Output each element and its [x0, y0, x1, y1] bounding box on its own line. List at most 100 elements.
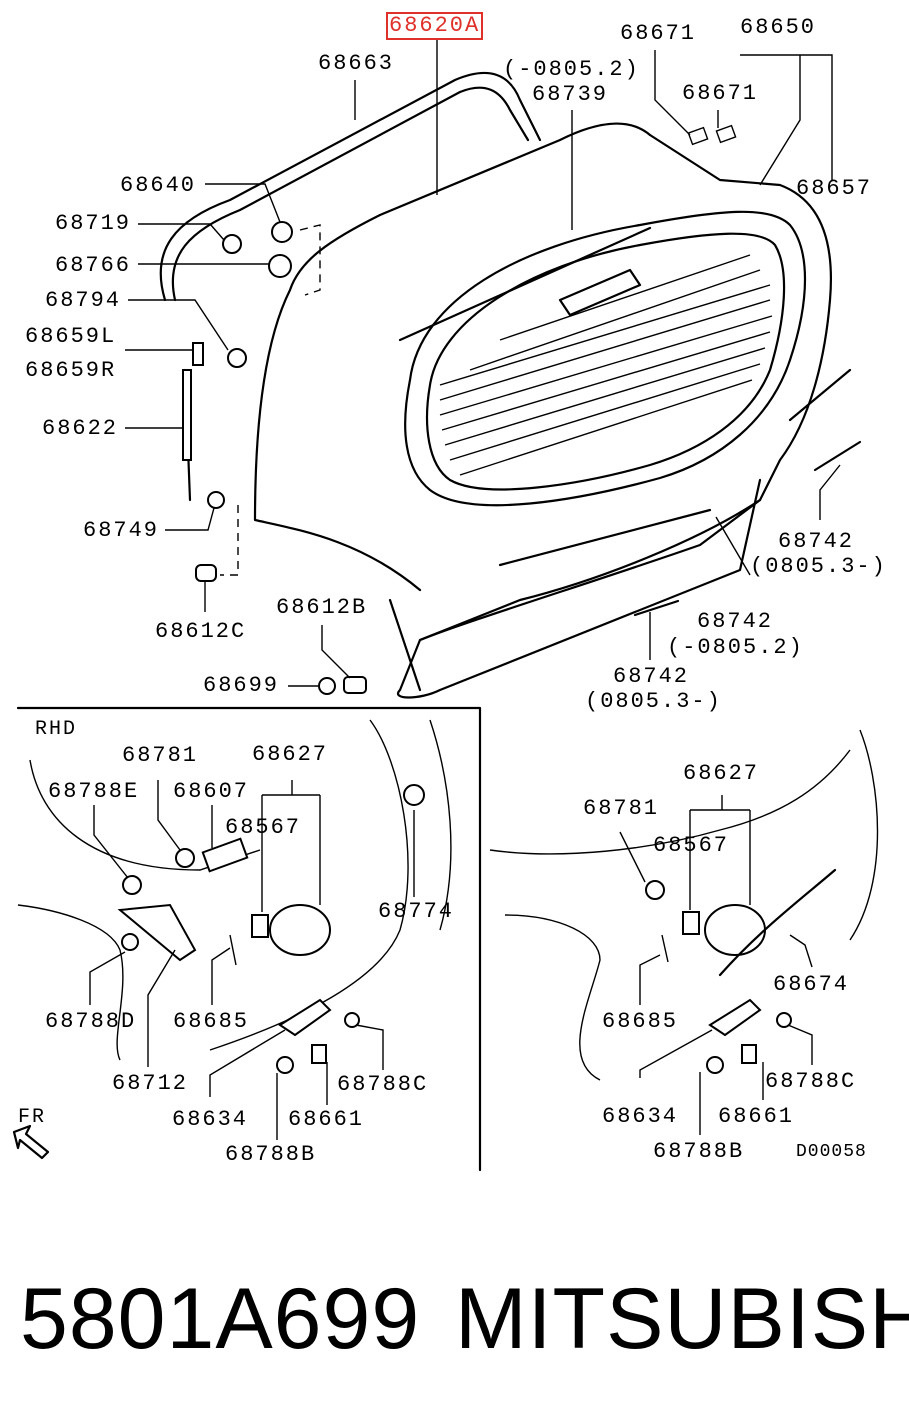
leader-lines-left	[89, 780, 415, 1140]
clip-68685-r-icon	[661, 934, 669, 963]
molding-68739	[398, 226, 652, 342]
panel-border	[16, 706, 482, 1172]
rear-glass	[425, 232, 786, 491]
label-68699[interactable]: 68699	[203, 673, 280, 698]
latch-68634-icon	[278, 998, 332, 1037]
label-68661-l[interactable]: 68661	[288, 1107, 365, 1132]
label-68650[interactable]: 68650	[740, 15, 817, 40]
screw-68788C-r-icon	[776, 1012, 792, 1028]
handle-68627-r-icon	[704, 904, 766, 956]
label-68719[interactable]: 68719	[55, 211, 132, 236]
label-68794[interactable]: 68794	[45, 288, 122, 313]
label-68742-c[interactable]: 68742	[613, 664, 690, 689]
bolt-68719-icon	[222, 234, 242, 254]
label-68766[interactable]: 68766	[55, 253, 132, 278]
label-68788C-l[interactable]: 68788C	[337, 1072, 429, 1097]
label-68781-r[interactable]: 68781	[583, 796, 660, 821]
label-68640[interactable]: 68640	[120, 173, 197, 198]
defogger-lines	[439, 254, 773, 476]
label-68781-l[interactable]: 68781	[122, 743, 199, 768]
dashed-guides	[220, 224, 321, 576]
rear-glass-frame	[404, 210, 807, 507]
label-68607[interactable]: 68607	[173, 779, 250, 804]
label-fr: FR	[18, 1106, 47, 1129]
nut-68766-icon	[268, 254, 292, 278]
label-68627-l[interactable]: 68627	[252, 742, 329, 767]
label-68671-a[interactable]: 68671	[620, 21, 697, 46]
label-68788B-l[interactable]: 68788B	[225, 1142, 317, 1167]
diagram-code: D00058	[796, 1142, 867, 1162]
label-range-top: (-0805.2)	[503, 57, 640, 82]
label-68620A[interactable]: 68620A	[385, 12, 484, 40]
label-68671-b[interactable]: 68671	[682, 81, 759, 106]
label-68634-l[interactable]: 68634	[172, 1107, 249, 1132]
label-68659R[interactable]: 68659R	[25, 358, 117, 383]
label-68749[interactable]: 68749	[83, 518, 160, 543]
screw-68788D-icon	[121, 933, 139, 951]
label-range-a: (0805.3-)	[750, 554, 887, 579]
part-number: 5801A699	[20, 1271, 421, 1367]
tab-68671-b	[715, 124, 737, 144]
label-68742-b[interactable]: 68742	[697, 609, 774, 634]
label-range-c: (0805.3-)	[585, 689, 722, 714]
cable-68674-icon	[718, 868, 837, 977]
label-68634-r[interactable]: 68634	[602, 1104, 679, 1129]
leader-lines-right	[619, 795, 813, 1135]
grommet-68781-r-icon	[645, 880, 665, 900]
tailgate-lower-panel	[388, 498, 762, 692]
molding-68742-small	[633, 599, 680, 617]
label-68661-r[interactable]: 68661	[718, 1104, 795, 1129]
hinge-68640-icon	[271, 221, 293, 243]
rod-68567-icon	[251, 914, 269, 938]
label-68657[interactable]: 68657	[796, 176, 873, 201]
screw-68788C-icon	[344, 1012, 360, 1028]
actuator-68712-icon	[117, 903, 197, 962]
label-68685-r[interactable]: 68685	[602, 1009, 679, 1034]
bracket-68659-icon	[192, 342, 204, 366]
striker-68661-icon	[311, 1044, 327, 1064]
rod-68567-r-icon	[682, 911, 700, 935]
brake-light-housing	[558, 268, 642, 317]
label-68567-r[interactable]: 68567	[653, 833, 730, 858]
leader-lines-top	[125, 40, 841, 687]
panel-title-rhd: RHD	[35, 718, 78, 741]
bracket-68607-icon	[201, 837, 249, 873]
label-68612B[interactable]: 68612B	[276, 595, 368, 620]
plug-68774-icon	[403, 784, 425, 806]
molding-68742-strip	[813, 440, 862, 472]
screw-68788E-icon	[122, 875, 142, 895]
latch-68634-r-icon	[708, 998, 762, 1037]
bumper-68612B-icon	[343, 676, 367, 694]
gas-strut-body	[182, 369, 192, 461]
label-range-b: (-0805.2)	[667, 635, 804, 660]
handle-68627-icon	[269, 904, 331, 956]
label-68788C-r[interactable]: 68788C	[765, 1069, 857, 1094]
label-68774[interactable]: 68774	[378, 899, 455, 924]
rhd-latch-assembly	[17, 719, 452, 1074]
label-68742-a[interactable]: 68742	[778, 529, 855, 554]
bolt-68788B-icon	[276, 1056, 294, 1074]
label-68788D[interactable]: 68788D	[45, 1009, 137, 1034]
tailgate-body	[253, 122, 832, 699]
label-68663[interactable]: 68663	[318, 51, 395, 76]
lhd-latch-assembly	[489, 729, 879, 1081]
label-68739[interactable]: 68739	[532, 82, 609, 107]
brand-name: MITSUBISHI	[455, 1271, 909, 1367]
label-68567-l[interactable]: 68567	[225, 815, 302, 840]
clip-68685-icon	[229, 934, 237, 966]
front-arrow-icon	[12, 1124, 50, 1160]
label-68612C[interactable]: 68612C	[155, 619, 247, 644]
label-68712[interactable]: 68712	[112, 1071, 189, 1096]
label-68659L[interactable]: 68659L	[25, 324, 117, 349]
label-68685-l[interactable]: 68685	[173, 1009, 250, 1034]
label-68674[interactable]: 68674	[773, 972, 850, 997]
weatherstrip-inner	[171, 86, 530, 302]
label-68788B-r[interactable]: 68788B	[653, 1139, 745, 1164]
oring-68699-icon	[318, 677, 336, 695]
weatherstrip-68663	[159, 71, 542, 302]
label-68788E[interactable]: 68788E	[48, 779, 140, 804]
label-68627-r[interactable]: 68627	[683, 761, 760, 786]
label-68622[interactable]: 68622	[42, 416, 119, 441]
